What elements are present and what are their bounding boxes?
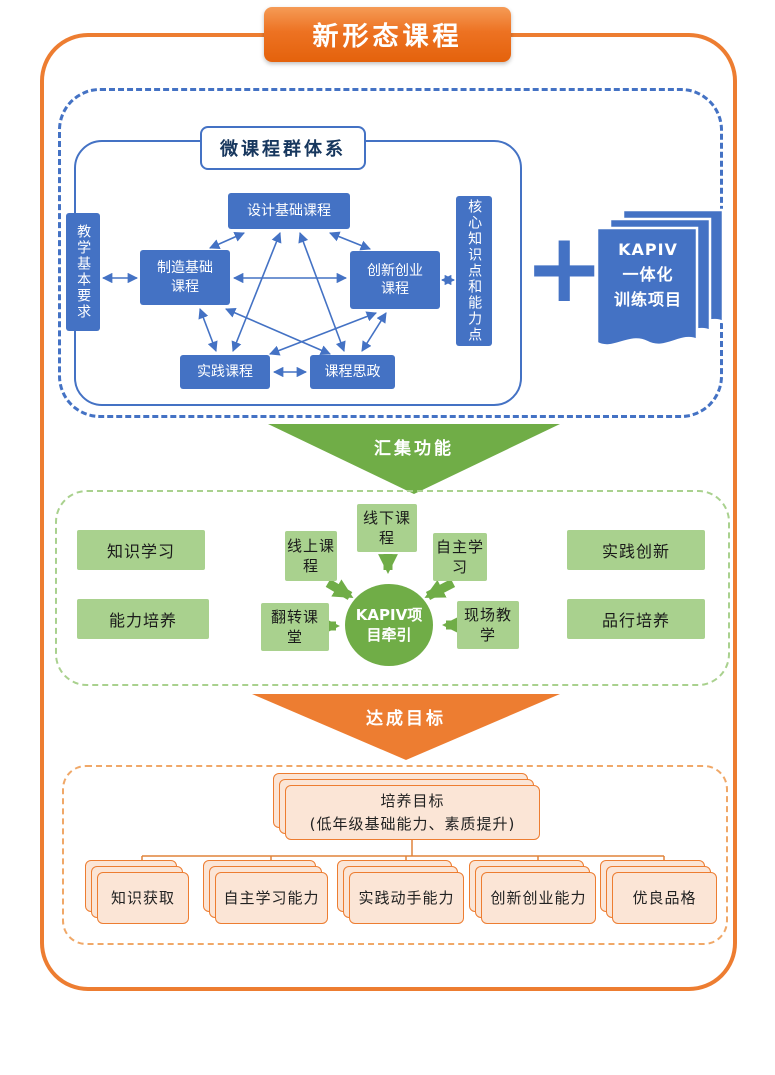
- outcome-card-front: 实践动手能力: [349, 872, 464, 924]
- ability-cultivation-label: 能力培养: [108, 611, 177, 630]
- course-network-arrows: [101, 231, 456, 378]
- practice-course-node: 实践课程: [180, 355, 270, 389]
- outcome-entrepreneurship-label: 创新创业能力: [490, 888, 587, 907]
- outcome-card-front: 创新创业能力: [481, 872, 596, 924]
- online-course-box: 线上课程: [285, 531, 337, 581]
- offline-course-box: 线下课程: [357, 504, 417, 552]
- outcome-card-selflearning: 自主学习能力: [203, 860, 328, 924]
- teaching-requirements-label: 教学基本要求: [75, 224, 92, 320]
- manufacture-course-label-1: 制造基础: [157, 260, 213, 277]
- kapiv-hub-circle: KAPIV项 目牵引: [345, 584, 433, 666]
- online-course-label: 线上课程: [287, 536, 336, 575]
- flipped-classroom-label: 翻转课堂: [270, 607, 319, 646]
- outcome-selflearning-label: 自主学习能力: [223, 888, 320, 907]
- knowledge-learning-box: 知识学习: [77, 530, 205, 570]
- innovation-course-node: 创新创业 课程: [350, 251, 440, 309]
- practice-innovation-label: 实践创新: [601, 542, 670, 561]
- micro-course-title: 微课程群体系: [200, 126, 366, 170]
- teaching-requirements-box: 教学基本要求: [66, 213, 100, 331]
- practice-innovation-box: 实践创新: [567, 530, 705, 570]
- kapiv-line1: KAPIV: [618, 240, 678, 259]
- outcome-card-front: 优良品格: [612, 872, 717, 924]
- aggregate-arrow-label: 汇集功能: [268, 434, 560, 459]
- manufacture-course-label-2: 课程: [171, 278, 199, 295]
- document-stack-icon: [595, 208, 725, 347]
- outcome-card-character: 优良品格: [600, 860, 717, 924]
- aggregate-arrow: [268, 424, 560, 494]
- outcome-character-label: 优良品格: [632, 888, 697, 907]
- character-cultivation-box: 品行培养: [567, 599, 705, 639]
- onsite-teaching-label: 现场教学: [463, 605, 512, 644]
- outcome-card-handson: 实践动手能力: [337, 860, 464, 924]
- goal-title: 培养目标: [380, 792, 445, 810]
- offline-course-label: 线下课程: [362, 508, 411, 547]
- kapiv-project-label: KAPIV 一体化 训练项目: [597, 238, 699, 312]
- plus-glyph: +: [524, 212, 605, 324]
- ability-cultivation-box: 能力培养: [77, 599, 209, 639]
- goal-subtitle: (低年级基础能力、素质提升): [309, 814, 516, 833]
- onsite-teaching-box: 现场教学: [457, 601, 519, 649]
- ideology-course-label: 课程思政: [324, 363, 381, 380]
- outcome-knowledge-label: 知识获取: [110, 888, 175, 907]
- outcome-card-front: 自主学习能力: [215, 872, 328, 924]
- section3-container: [62, 765, 728, 945]
- title-banner: 新形态课程: [264, 7, 511, 62]
- outcome-card-entrepreneurship: 创新创业能力: [469, 860, 596, 924]
- design-course-label: 设计基础课程: [247, 202, 331, 219]
- aggregate-arrow-text: 汇集功能: [374, 439, 454, 459]
- page-title: 新形态课程: [312, 22, 463, 52]
- design-course-node: 设计基础课程: [228, 193, 350, 229]
- manufacture-course-node: 制造基础 课程: [140, 250, 230, 305]
- goal-arrow-text: 达成目标: [366, 709, 446, 729]
- kapiv-hub-line1: KAPIV项: [355, 605, 423, 624]
- kapiv-hub-line2: 目牵引: [366, 626, 412, 644]
- goal-arrow-label: 达成目标: [252, 704, 560, 729]
- kapiv-line3: 训练项目: [613, 289, 682, 309]
- kapiv-line2: 一体化: [622, 264, 674, 284]
- goal-arrow: [252, 694, 560, 760]
- knowledge-learning-label: 知识学习: [106, 542, 175, 561]
- practice-course-label: 实践课程: [197, 363, 253, 380]
- self-study-label: 自主学习: [435, 537, 484, 576]
- flipped-classroom-box: 翻转课堂: [261, 603, 329, 651]
- self-study-box: 自主学习: [433, 533, 487, 581]
- core-knowledge-box: 核心知识点和能力点: [456, 196, 492, 346]
- ideology-course-node: 课程思政: [310, 355, 395, 389]
- innovation-course-label-2: 课程: [381, 281, 409, 297]
- plus-icon: +: [524, 218, 604, 322]
- core-knowledge-label: 核心知识点和能力点: [466, 199, 483, 343]
- hub-arrows: [320, 554, 462, 636]
- goal-card-front: 培养目标 (低年级基础能力、素质提升): [285, 785, 540, 840]
- character-cultivation-label: 品行培养: [601, 611, 670, 630]
- goal-card: 培养目标 (低年级基础能力、素质提升): [273, 773, 540, 840]
- innovation-course-label-1: 创新创业: [367, 262, 423, 279]
- section2-container: [55, 490, 730, 686]
- outcome-card-knowledge: 知识获取: [85, 860, 189, 924]
- outcome-handson-label: 实践动手能力: [358, 888, 455, 907]
- outcome-card-front: 知识获取: [97, 872, 189, 924]
- micro-course-title-label: 微课程群体系: [220, 139, 346, 160]
